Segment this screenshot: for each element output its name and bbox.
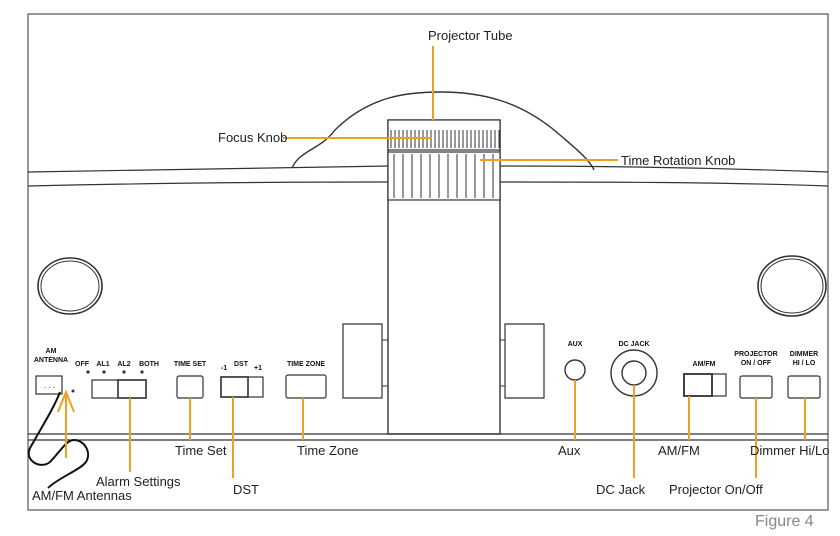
aux-jack[interactable] [564, 359, 586, 381]
panel-antenna: ANTENNA [33, 357, 69, 364]
label-projector-onoff: Projector On/Off [669, 482, 763, 497]
panel-projector-onoff: ON / OFF [740, 360, 772, 367]
label-aux: Aux [558, 443, 581, 458]
callout-lines [57, 46, 806, 478]
left-speaker-inner [40, 260, 100, 312]
label-dc-jack: DC Jack [596, 482, 646, 497]
am-fm-slider-knob[interactable] [683, 373, 713, 397]
panel-am-fm: AM/FM [692, 361, 716, 368]
projector-button[interactable] [739, 375, 773, 399]
alarm-al1-dot [102, 370, 106, 374]
panel-time-zone: TIME ZONE [286, 361, 326, 368]
body-lower-edge-right [499, 181, 829, 187]
diagram-frame [27, 13, 829, 511]
body-lower-edge-left [27, 181, 389, 187]
label-alarm-settings: Alarm Settings [96, 474, 181, 489]
left-speaker-outer [37, 257, 103, 315]
panel-dc-jack: DC JACK [618, 341, 650, 348]
panel-am: AM [45, 348, 57, 355]
panel-al2: AL2 [117, 361, 131, 368]
dome-outline [291, 91, 595, 171]
label-focus-knob: Focus Knob [218, 130, 288, 145]
antenna-contact [71, 389, 75, 393]
figure-label: Figure 4 [755, 513, 814, 530]
panel-dst-minus: -1 [220, 365, 228, 372]
time-set-button[interactable] [176, 375, 204, 399]
body-top-edge-right [499, 165, 829, 173]
panel-dst-plus: +1 [254, 365, 262, 372]
alarm-al2-dot [122, 370, 126, 374]
panel-aux: AUX [567, 341, 583, 348]
panel-time-set: TIME SET [173, 361, 207, 368]
dc-jack[interactable] [621, 360, 647, 386]
callout-line-antenna-fork [57, 389, 75, 413]
label-am-fm: AM/FM [658, 443, 700, 458]
label-time-set: Time Set [175, 443, 227, 458]
alarm-slider-knob[interactable] [117, 379, 147, 399]
antenna-wire [27, 391, 90, 489]
panel-al1: AL1 [96, 361, 110, 368]
panel-both: BOTH [139, 361, 159, 368]
antenna-socket-dots: . . . [44, 381, 55, 390]
panel-dst: DST [234, 361, 248, 368]
panel-dimmer-hilo: HI / LO [792, 360, 816, 367]
am-antenna-socket[interactable] [35, 375, 63, 395]
label-dimmer: Dimmer Hi/Lo [750, 443, 830, 458]
dimmer-button[interactable] [787, 375, 821, 399]
left-tube-support [342, 323, 383, 399]
body-top-edge-left [27, 165, 389, 173]
label-time-rotation-knob: Time Rotation Knob [621, 153, 736, 168]
right-speaker-outer [757, 255, 827, 317]
panel-projector: PROJECTOR [734, 351, 778, 358]
alarm-both-dot [140, 370, 144, 374]
dst-slider-knob[interactable] [220, 376, 249, 398]
label-time-zone: Time Zone [297, 443, 359, 458]
label-am-fm-antennas: AM/FM Antennas [32, 488, 132, 503]
time-zone-button[interactable] [285, 374, 327, 399]
label-projector-tube: Projector Tube [428, 28, 513, 43]
right-speaker-inner [760, 258, 824, 314]
time-rotation-knob-ridges [393, 154, 494, 198]
label-dst: DST [233, 482, 259, 497]
panel-dimmer: DIMMER [789, 351, 819, 358]
right-tube-support [504, 323, 545, 399]
panel-off: OFF [75, 361, 89, 368]
alarm-off-dot [86, 370, 90, 374]
